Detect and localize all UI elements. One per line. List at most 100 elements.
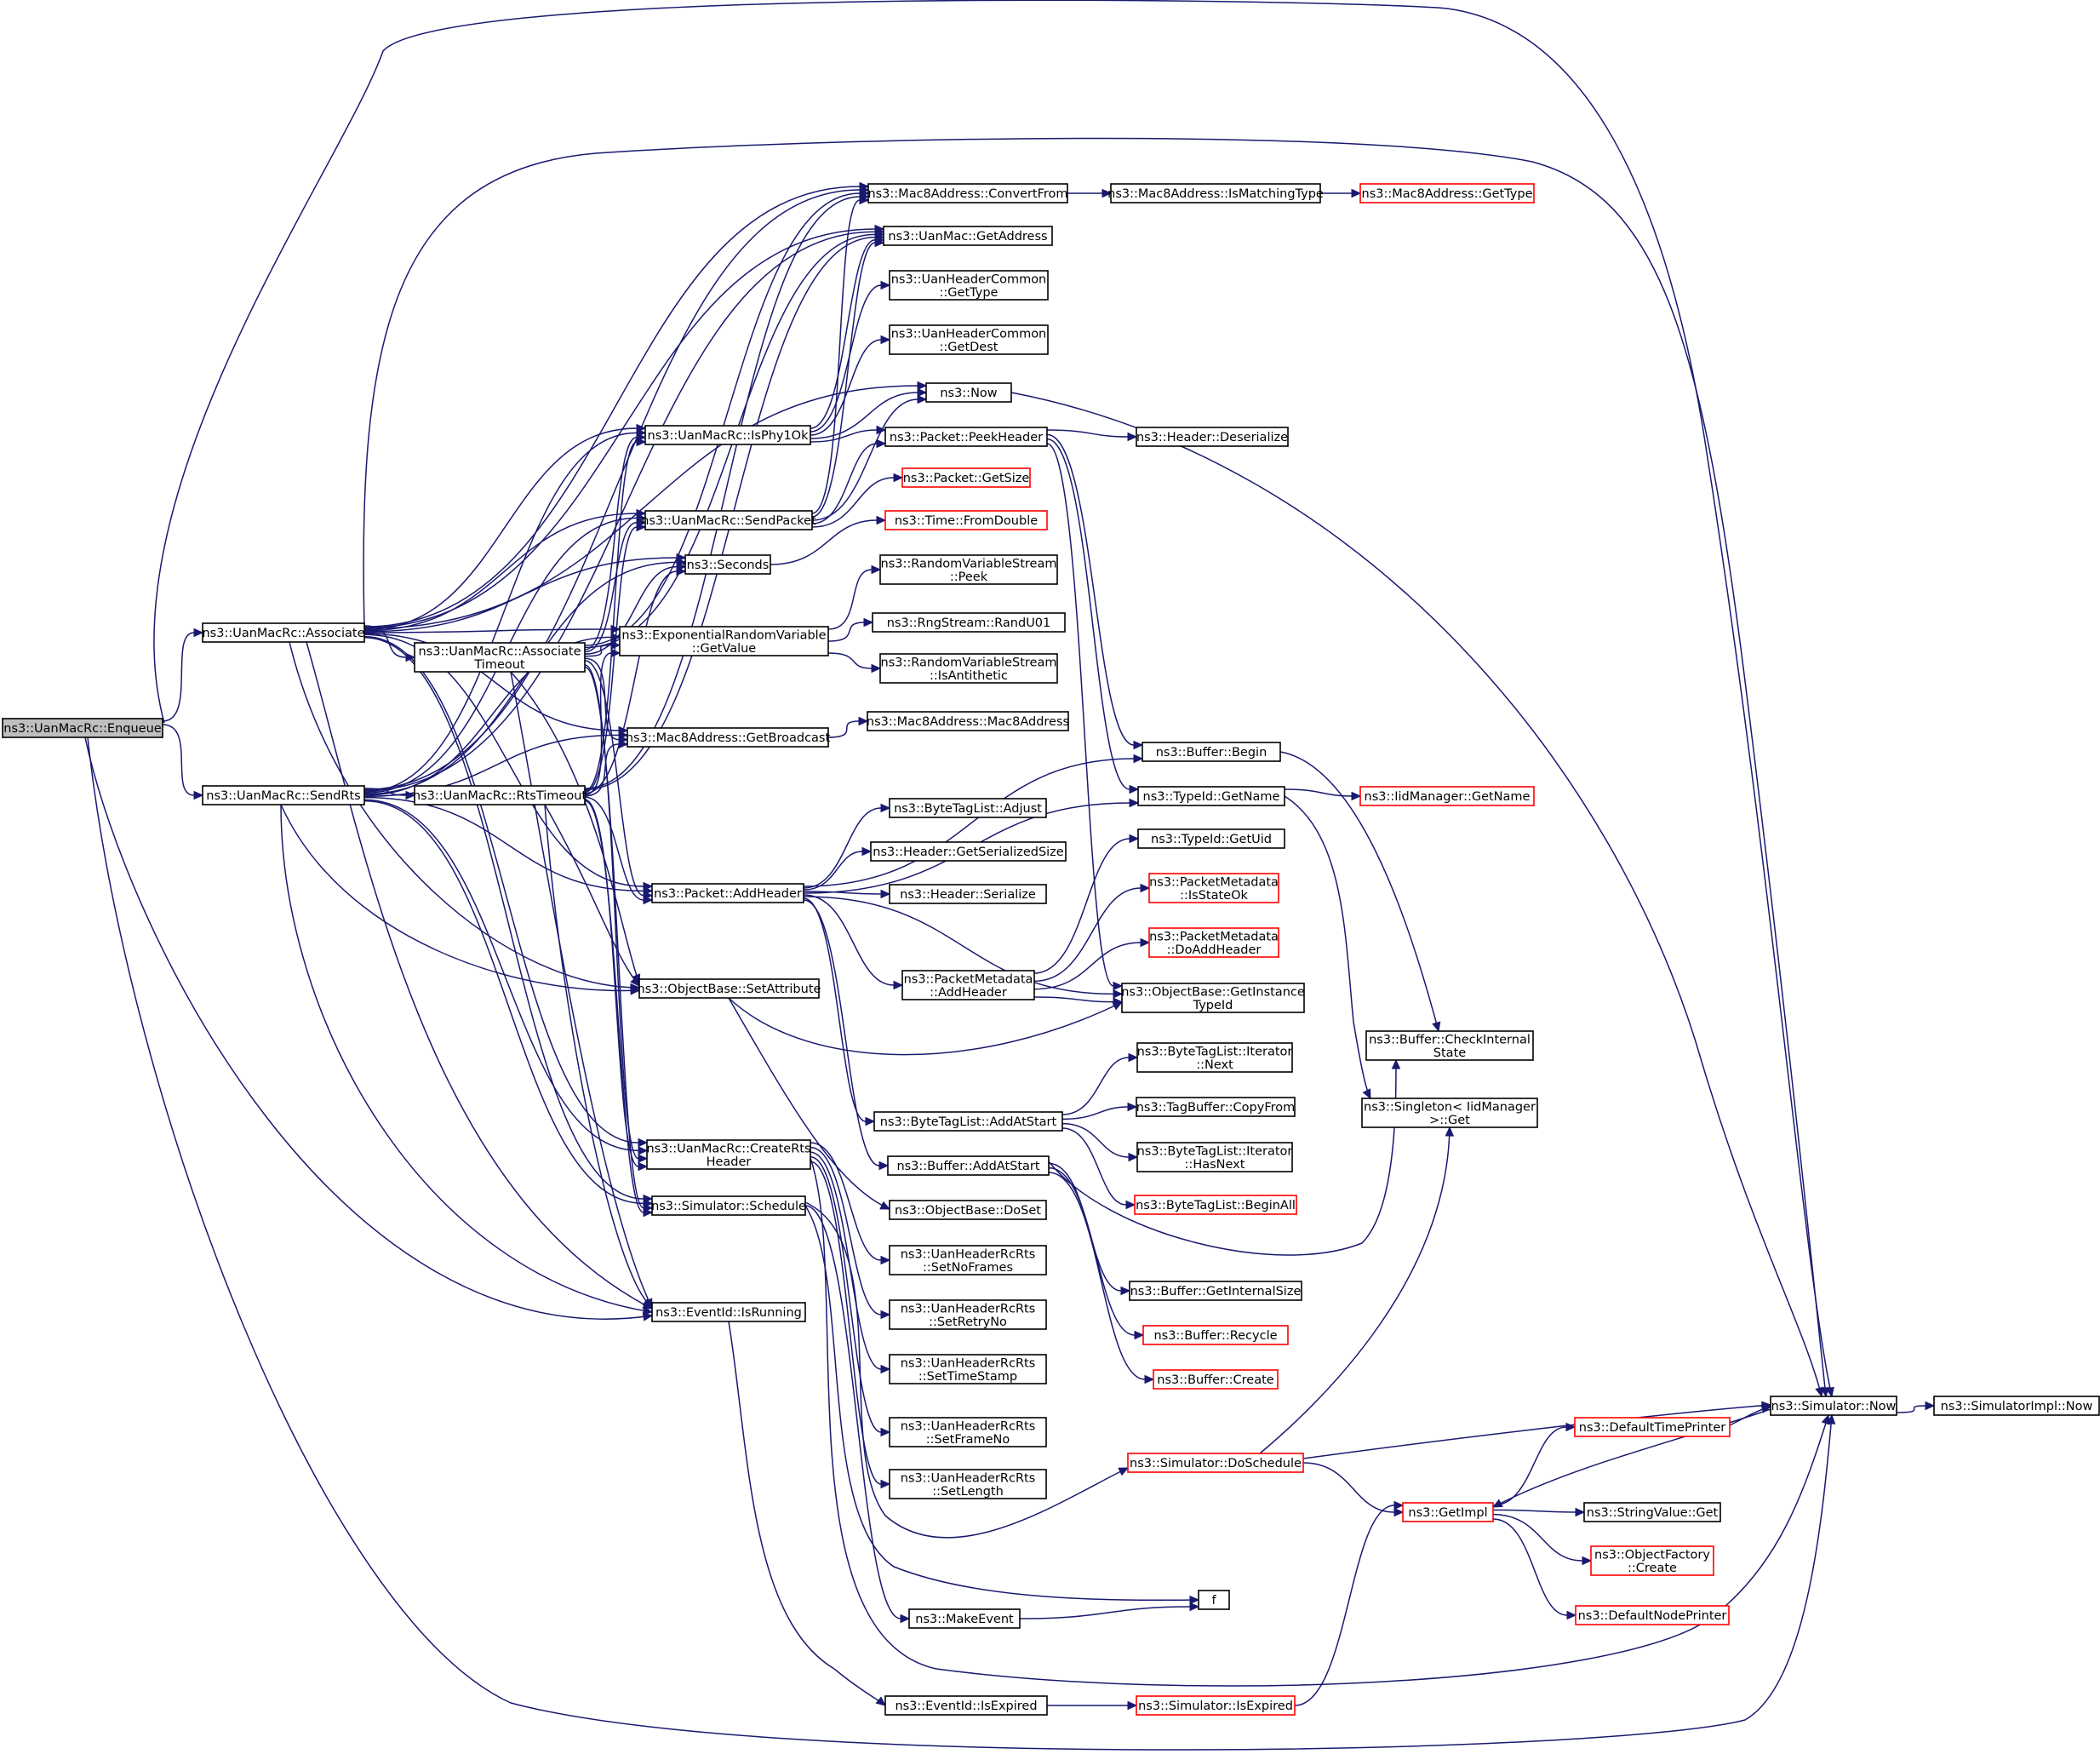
node-defaulttimeprinter[interactable]: ns3::DefaultTimePrinter xyxy=(1574,1417,1731,1437)
node-box-doset[interactable] xyxy=(889,1200,1047,1220)
node-box-rtstimeout[interactable] xyxy=(414,785,586,805)
node-box-setframeno[interactable] xyxy=(889,1417,1047,1447)
node-setretryno[interactable]: ns3::UanHeaderRcRts::SetRetryNo xyxy=(889,1299,1047,1330)
node-expgetvalue[interactable]: ns3::ExponentialRandomVariable::GetValue xyxy=(619,626,829,656)
node-box-tagcopyfrom[interactable] xyxy=(1136,1097,1296,1117)
node-box-setnoframes[interactable] xyxy=(889,1245,1047,1275)
node-tagcopyfrom[interactable]: ns3::TagBuffer::CopyFrom xyxy=(1136,1097,1296,1117)
node-doschedule[interactable]: ns3::Simulator::DoSchedule xyxy=(1127,1453,1304,1473)
node-sendrts[interactable]: ns3::UanMacRc::SendRts xyxy=(202,785,365,805)
node-settimestamp[interactable]: ns3::UanHeaderRcRts::SetTimeStamp xyxy=(889,1354,1047,1384)
node-simisexpired[interactable]: ns3::Simulator::IsExpired xyxy=(1136,1695,1296,1716)
node-simimplnow[interactable]: ns3::SimulatorImpl::Now xyxy=(1933,1396,2100,1416)
node-box-expgetvalue[interactable] xyxy=(619,626,829,656)
node-pmaddheader[interactable]: ns3::PacketMetadata::AddHeader xyxy=(901,970,1035,1000)
node-box-stringvalueget[interactable] xyxy=(1583,1502,1721,1522)
node-simnow[interactable]: ns3::Simulator::Now xyxy=(1770,1396,1897,1416)
node-seconds[interactable]: ns3::Seconds xyxy=(684,554,771,575)
node-box-getimpl[interactable] xyxy=(1402,1502,1494,1522)
node-iidgetname[interactable]: ns3::IidManager::GetName xyxy=(1359,786,1535,806)
node-box-objfactorycreate[interactable] xyxy=(1590,1545,1714,1576)
node-box-serialize[interactable] xyxy=(889,884,1047,904)
node-pmisstateok[interactable]: ns3::PacketMetadata::IsStateOk xyxy=(1148,873,1279,903)
node-box-addheader[interactable] xyxy=(651,883,804,903)
node-pmdoaddheader[interactable]: ns3::PacketMetadata::DoAddHeader xyxy=(1148,927,1279,958)
node-box-now[interactable] xyxy=(925,382,1012,403)
node-btlithasnext[interactable]: ns3::ByteTagList::Iterator::HasNext xyxy=(1136,1142,1293,1172)
node-isphy1ok[interactable]: ns3::UanMacRc::IsPhy1Ok xyxy=(644,425,811,445)
node-serialize[interactable]: ns3::Header::Serialize xyxy=(889,884,1047,904)
node-btlbeginall[interactable]: ns3::ByteTagList::BeginAll xyxy=(1134,1195,1297,1215)
node-stringvalueget[interactable]: ns3::StringValue::Get xyxy=(1583,1502,1721,1522)
node-box-makeevent[interactable] xyxy=(908,1608,1021,1629)
node-typeidgetname[interactable]: ns3::TypeId::GetName xyxy=(1137,786,1285,806)
node-bufcreate[interactable]: ns3::Buffer::Create xyxy=(1153,1369,1279,1390)
node-box-uanmacgetaddress[interactable] xyxy=(883,226,1053,246)
node-box-doschedule[interactable] xyxy=(1127,1453,1304,1473)
node-box-btlithasnext[interactable] xyxy=(1136,1142,1293,1172)
node-enqueue[interactable]: ns3::UanMacRc::Enqueue xyxy=(2,718,163,738)
node-box-bufgetinternalsize[interactable] xyxy=(1129,1281,1302,1301)
node-isexpired[interactable]: ns3::EventId::IsExpired xyxy=(884,1695,1048,1716)
node-box-associate[interactable] xyxy=(202,622,365,643)
node-setattribute[interactable]: ns3::ObjectBase::SetAttribute xyxy=(638,978,821,999)
node-schedule[interactable]: ns3::Simulator::Schedule xyxy=(651,1195,806,1216)
node-btlitnext[interactable]: ns3::ByteTagList::Iterator::Next xyxy=(1136,1042,1293,1073)
node-uanmacgetaddress[interactable]: ns3::UanMac::GetAddress xyxy=(883,226,1053,246)
node-box-bufaddatstart[interactable] xyxy=(887,1155,1050,1176)
node-now[interactable]: ns3::Now xyxy=(925,382,1012,403)
node-sendpacket[interactable]: ns3::UanMacRc::SendPacket xyxy=(641,510,816,530)
node-deserialize[interactable]: ns3::Header::Deserialize xyxy=(1136,427,1289,447)
node-box-creatertsheader[interactable] xyxy=(646,1139,811,1170)
node-box-getserializedsize[interactable] xyxy=(870,841,1067,862)
node-box-setlength[interactable] xyxy=(889,1469,1047,1499)
node-box-isrunning[interactable] xyxy=(651,1302,806,1322)
node-box-hdrgetdest[interactable] xyxy=(889,324,1049,355)
node-box-convertfrom[interactable] xyxy=(867,183,1068,203)
node-box-btlitnext[interactable] xyxy=(1136,1042,1293,1073)
node-box-bufbegin[interactable] xyxy=(1142,742,1281,762)
node-associate[interactable]: ns3::UanMacRc::Associate xyxy=(202,622,365,643)
node-box-f[interactable] xyxy=(1198,1590,1230,1610)
node-objfactorycreate[interactable]: ns3::ObjectFactory::Create xyxy=(1590,1545,1714,1576)
node-getbroadcast[interactable]: ns3::Mac8Address::GetBroadcast xyxy=(626,727,831,748)
node-addheader[interactable]: ns3::Packet::AddHeader xyxy=(651,883,804,903)
node-mac8address[interactable]: ns3::Mac8Address::Mac8Address xyxy=(867,711,1069,731)
node-isantithetic[interactable]: ns3::RandomVariableStream::IsAntithetic xyxy=(879,653,1058,684)
node-randu01[interactable]: ns3::RngStream::RandU01 xyxy=(872,612,1066,633)
node-box-simimplnow[interactable] xyxy=(1933,1396,2100,1416)
node-isrunning[interactable]: ns3::EventId::IsRunning xyxy=(651,1302,806,1322)
node-box-rvspeek[interactable] xyxy=(879,554,1058,585)
node-singletonget[interactable]: ns3::Singleton< IidManager>::Get xyxy=(1361,1098,1538,1128)
node-doset[interactable]: ns3::ObjectBase::DoSet xyxy=(889,1200,1047,1220)
node-f[interactable]: f xyxy=(1198,1590,1230,1610)
node-gettype[interactable]: ns3::Mac8Address::GetType xyxy=(1359,183,1535,203)
node-typeidgetuid[interactable]: ns3::TypeId::GetUid xyxy=(1137,828,1285,849)
node-box-pmaddheader[interactable] xyxy=(901,970,1035,1000)
node-box-iidgetname[interactable] xyxy=(1359,786,1535,806)
node-box-simisexpired[interactable] xyxy=(1136,1695,1296,1716)
node-box-typeidgetname[interactable] xyxy=(1137,786,1285,806)
node-setlength[interactable]: ns3::UanHeaderRcRts::SetLength xyxy=(889,1469,1047,1499)
node-bufaddatstart[interactable]: ns3::Buffer::AddAtStart xyxy=(887,1155,1050,1176)
node-box-deserialize[interactable] xyxy=(1136,427,1289,447)
node-box-bufrecycle[interactable] xyxy=(1142,1325,1289,1345)
node-box-defaulttimeprinter[interactable] xyxy=(1574,1417,1731,1437)
node-box-btladjust[interactable] xyxy=(889,798,1047,818)
node-box-mac8address[interactable] xyxy=(867,711,1069,731)
node-box-setattribute[interactable] xyxy=(638,978,820,999)
node-box-assoctimeout[interactable] xyxy=(414,642,586,673)
node-box-getsize[interactable] xyxy=(901,467,1031,488)
node-rvspeek[interactable]: ns3::RandomVariableStream::Peek xyxy=(879,554,1058,585)
node-ismatchingtype[interactable]: ns3::Mac8Address::IsMatchingType xyxy=(1107,183,1324,203)
node-box-isphy1ok[interactable] xyxy=(644,425,811,445)
node-hdrgettype[interactable]: ns3::UanHeaderCommon::GetType xyxy=(889,270,1049,301)
node-rtstimeout[interactable]: ns3::UanMacRc::RtsTimeout xyxy=(413,785,587,805)
node-peekheader[interactable]: ns3::Packet::PeekHeader xyxy=(884,427,1048,447)
node-box-isantithetic[interactable] xyxy=(879,653,1058,684)
node-box-simnow[interactable] xyxy=(1770,1396,1897,1416)
